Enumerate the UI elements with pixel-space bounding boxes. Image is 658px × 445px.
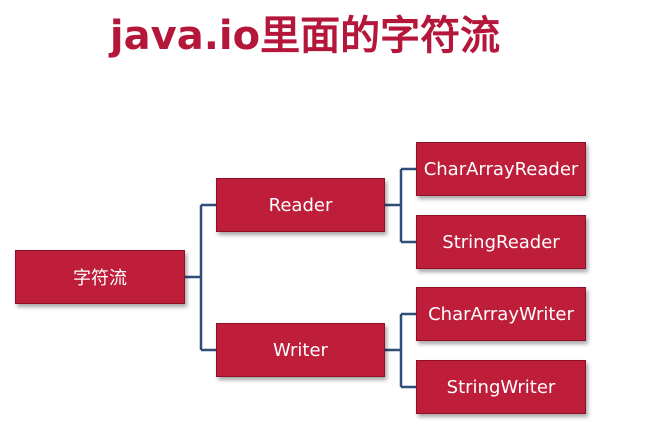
node-reader: Reader <box>216 178 385 232</box>
node-char-array-reader: CharArrayReader <box>416 142 586 196</box>
node-string-reader: StringReader <box>416 215 586 269</box>
slide-title: java.io里面的字符流 <box>109 13 501 59</box>
node-writer: Writer <box>216 323 385 377</box>
node-char-array-writer: CharArrayWriter <box>416 287 586 341</box>
connector-reader-to-children <box>385 167 416 244</box>
node-string-writer: StringWriter <box>416 360 586 414</box>
connector-writer-to-children <box>385 312 416 389</box>
connector-root-to-branches <box>185 203 216 352</box>
node-char-stream: 字符流 <box>15 250 185 304</box>
